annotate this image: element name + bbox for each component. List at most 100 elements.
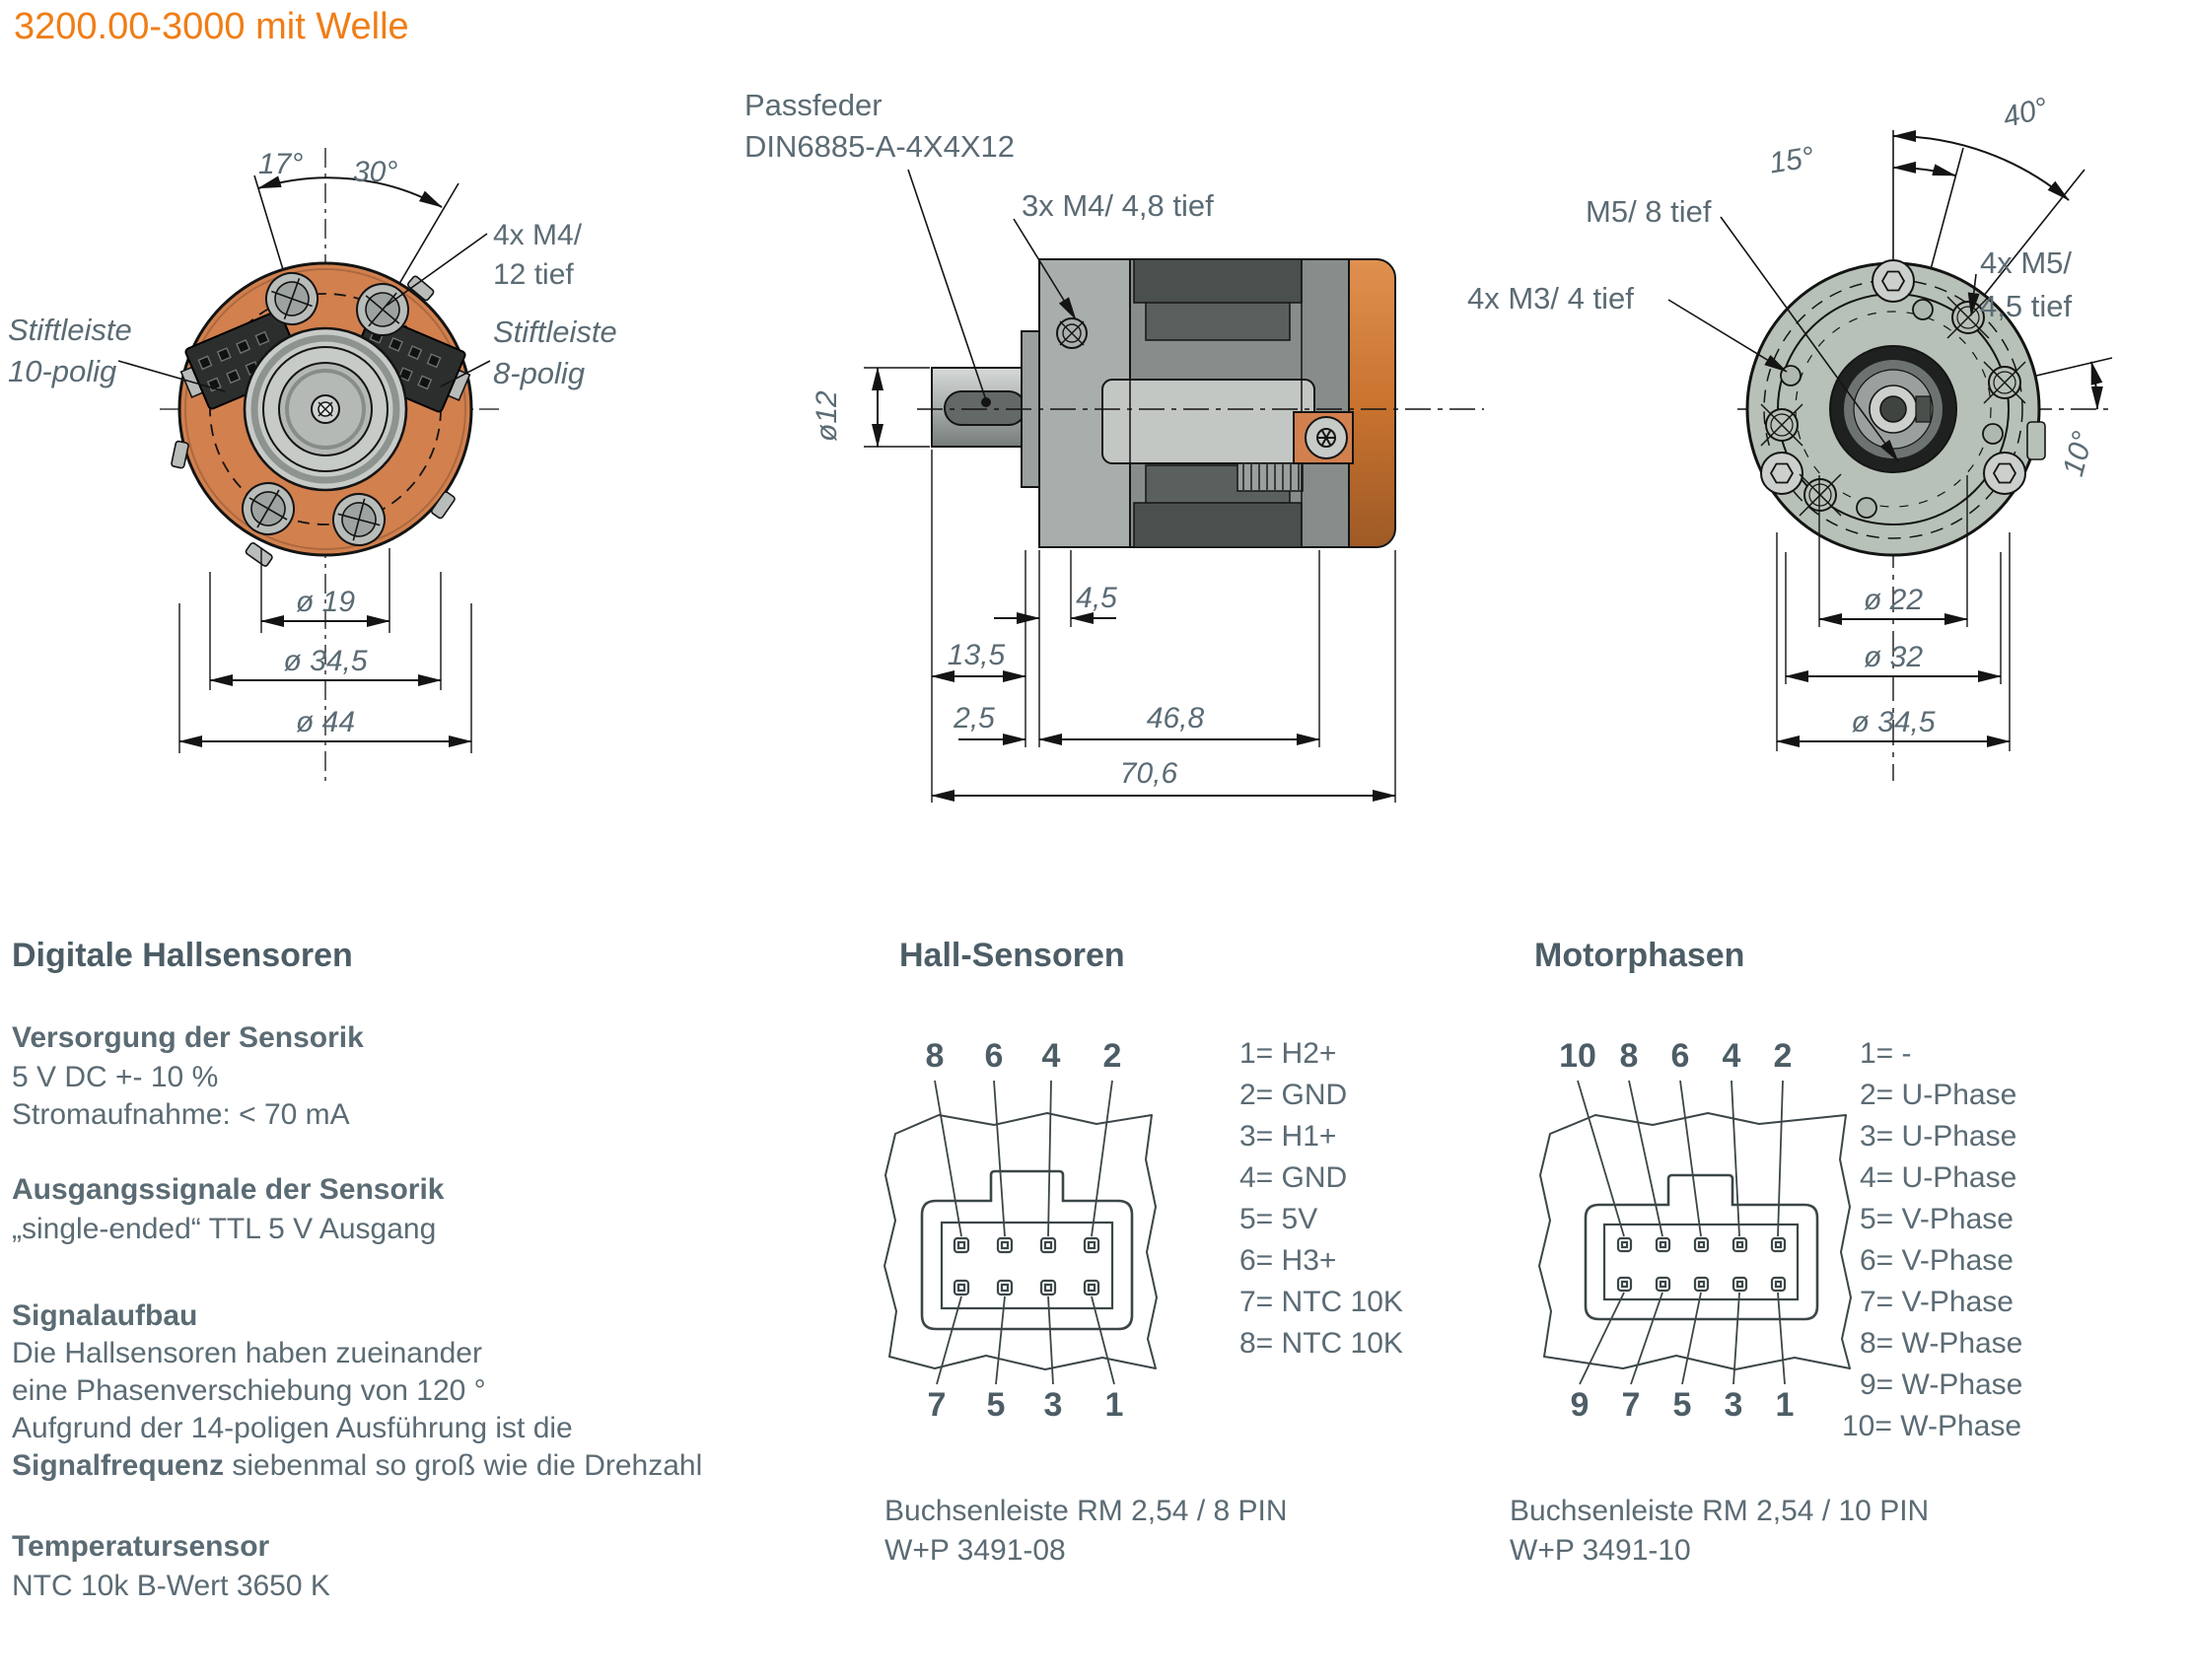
- hall-pin-top-8: 8: [925, 1037, 945, 1075]
- motor-legend-9: 9= W-Phase: [1860, 1368, 2023, 1401]
- hall-legend-3: 3= H1+: [1239, 1120, 1337, 1153]
- hall-legend-7: 7= NTC 10K: [1239, 1286, 1403, 1318]
- front-angle-17-label: 17°: [258, 148, 304, 180]
- hall-leaders: [934, 1080, 1115, 1385]
- front-screw-label-line1: 4x M4/: [493, 219, 583, 251]
- hall-legend-4: 4= GND: [1239, 1161, 1348, 1194]
- rear-dia-22-label: ø 22: [1863, 584, 1924, 616]
- motor-pin-top-2: 2: [1773, 1037, 1793, 1075]
- rear-m5-4x-label-line1: 4x M5/: [1980, 245, 2073, 280]
- motor-legend-3: 3= U-Phase: [1860, 1120, 2017, 1153]
- side-passfeder-label-line1: Passfeder: [744, 88, 883, 122]
- specs-signal-line4-rest: siebenmal so groß wie die Drehzahl: [224, 1449, 703, 1482]
- specs-signal-line4: Signalfrequenz siebenmal so groß wie die…: [12, 1449, 702, 1483]
- motor-pins: [1616, 1236, 1787, 1293]
- front-conn-right-label-line2: 8-polig: [493, 356, 586, 390]
- motor-pin-bottom-9: 9: [1570, 1386, 1590, 1424]
- specs-supply-title: Versorgung der Sensorik: [12, 1021, 364, 1054]
- hall-pins: [953, 1236, 1100, 1296]
- rear-m3-holes: [1780, 299, 2004, 519]
- rear-m5-center-label: M5/ 8 tief: [1586, 194, 1712, 229]
- front-screw-label-line2: 12 tief: [493, 258, 574, 291]
- specs-supply-line1: 5 V DC +- 10 %: [12, 1061, 219, 1093]
- side-dim-135-label: 13,5: [947, 639, 1006, 671]
- motor-pin-bottom-5: 5: [1672, 1386, 1692, 1424]
- motor-heading: Motorphasen: [1534, 937, 1745, 974]
- motor-pin-bottom-3: 3: [1724, 1386, 1743, 1424]
- front-conn-left-label-line1: Stiftleiste: [8, 313, 132, 347]
- rear-dia-32-label: ø 32: [1863, 641, 1924, 673]
- specs-signal-line3: Aufgrund der 14-poligen Ausführung ist d…: [12, 1412, 573, 1444]
- motor-connector-drawing: [1538, 1080, 1852, 1385]
- rear-bearing: [1829, 345, 1957, 473]
- front-dia-19-label: ø 19: [295, 586, 356, 618]
- motor-leaders: [1577, 1080, 1786, 1385]
- specs-signal-title: Signalaufbau: [12, 1299, 198, 1332]
- motor-legend-5: 5= V-Phase: [1860, 1203, 2014, 1235]
- motor-legend-8: 8= W-Phase: [1860, 1327, 2023, 1360]
- page-title: 3200.00-3000 mit Welle: [14, 6, 409, 47]
- motor-pin-top-8: 8: [1619, 1037, 1639, 1075]
- hall-pin-top-6: 6: [984, 1037, 1004, 1075]
- torx-screw-icon: [1305, 416, 1348, 459]
- motor-legend-2: 2= U-Phase: [1860, 1079, 2017, 1111]
- front-center-boss: [243, 326, 408, 492]
- side-dim-25-label: 2,5: [954, 702, 995, 735]
- front-dia-34-label: ø 34,5: [283, 645, 368, 677]
- hall-pin-legend: 1= H2+ 2= GND 3= H1+ 4= GND 5= 5V 6= H3+…: [1239, 1037, 1403, 1368]
- motor-legend-1: 1= -: [1860, 1037, 1912, 1070]
- motor-note-line2: W+P 3491-10: [1510, 1534, 1691, 1567]
- thread-detail: [1237, 462, 1304, 492]
- motor-pin-top-10: 10: [1559, 1037, 1596, 1075]
- hall-pin-bottom-5: 5: [986, 1386, 1006, 1424]
- front-screws: [242, 272, 409, 546]
- hall-pin-bottom-7: 7: [927, 1386, 947, 1424]
- specs-signal-line4-bold: Signalfrequenz: [12, 1449, 225, 1482]
- motor-pin-legend: 1= - 2= U-Phase 3= U-Phase 4= U-Phase 5=…: [1842, 1037, 2023, 1451]
- hall-pin-top-2: 2: [1102, 1037, 1122, 1075]
- hall-legend-2: 2= GND: [1239, 1079, 1348, 1111]
- side-passfeder-label-line2: DIN6885-A-4X4X12: [744, 129, 1015, 164]
- motor-note-line1: Buchsenleiste RM 2,54 / 10 PIN: [1510, 1495, 1930, 1527]
- front-dia-44-label: ø 44: [295, 706, 356, 738]
- side-view-drawing: [864, 169, 1484, 803]
- side-dim-468-label: 46,8: [1146, 702, 1205, 735]
- specs-supply-line2: Stromaufnahme: < 70 mA: [12, 1098, 350, 1131]
- front-conn-right-label-line1: Stiftleiste: [493, 315, 617, 349]
- rear-dia-345-label: ø 34,5: [1851, 706, 1936, 738]
- specs-output-line1: „single-ended“ TTL 5 V Ausgang: [12, 1213, 437, 1245]
- front-view-drawing: [117, 148, 501, 781]
- specs-temp-line1: NTC 10k B-Wert 3650 K: [12, 1570, 330, 1602]
- hall-legend-6: 6= H3+: [1239, 1244, 1337, 1277]
- front-angle-30-label: 30°: [353, 156, 398, 188]
- specs-output-title: Ausgangssignale der Sensorik: [12, 1173, 445, 1206]
- rear-m3-label: 4x M3/ 4 tief: [1467, 281, 1634, 315]
- hall-connector-drawing: [883, 1080, 1158, 1385]
- hall-legend-1: 1= H2+: [1239, 1037, 1337, 1070]
- motor-pin-top-6: 6: [1670, 1037, 1690, 1075]
- hall-pin-bottom-3: 3: [1043, 1386, 1063, 1424]
- side-dim-706-label: 70,6: [1119, 757, 1178, 790]
- specs-signal-line2: eine Phasenverschiebung von 120 °: [12, 1374, 486, 1407]
- rear-hex-screws: [1760, 259, 2026, 495]
- hall-note-line2: W+P 3491-08: [884, 1534, 1066, 1567]
- motor-legend-7: 7= V-Phase: [1860, 1286, 2014, 1318]
- side-shaft-dia-label: ø12: [811, 390, 843, 442]
- side-dim-45-label: 4,5: [1076, 582, 1117, 614]
- side-screw-label: 3x M4/ 4,8 tief: [1022, 188, 1214, 223]
- motor-legend-6: 6= V-Phase: [1860, 1244, 2014, 1277]
- motor-legend-10: 10= W-Phase: [1842, 1410, 2022, 1442]
- hall-pin-top-4: 4: [1041, 1037, 1061, 1075]
- front-conn-left-label-line2: 10-polig: [8, 354, 117, 388]
- hall-heading: Hall-Sensoren: [899, 937, 1125, 974]
- hall-note-line1: Buchsenleiste RM 2,54 / 8 PIN: [884, 1495, 1288, 1527]
- rear-m5-4x-label-line2: 4,5 tief: [1980, 289, 2073, 323]
- specs-temp-title: Temperatursensor: [12, 1530, 270, 1563]
- rear-view-drawing: [1667, 130, 2113, 781]
- motor-pin-bottom-1: 1: [1775, 1386, 1795, 1424]
- motor-legend-4: 4= U-Phase: [1860, 1161, 2017, 1194]
- motor-pin-bottom-7: 7: [1621, 1386, 1641, 1424]
- m4-screw-icon: [1056, 317, 1088, 349]
- specs-signal-line1: Die Hallsensoren haben zueinander: [12, 1337, 482, 1369]
